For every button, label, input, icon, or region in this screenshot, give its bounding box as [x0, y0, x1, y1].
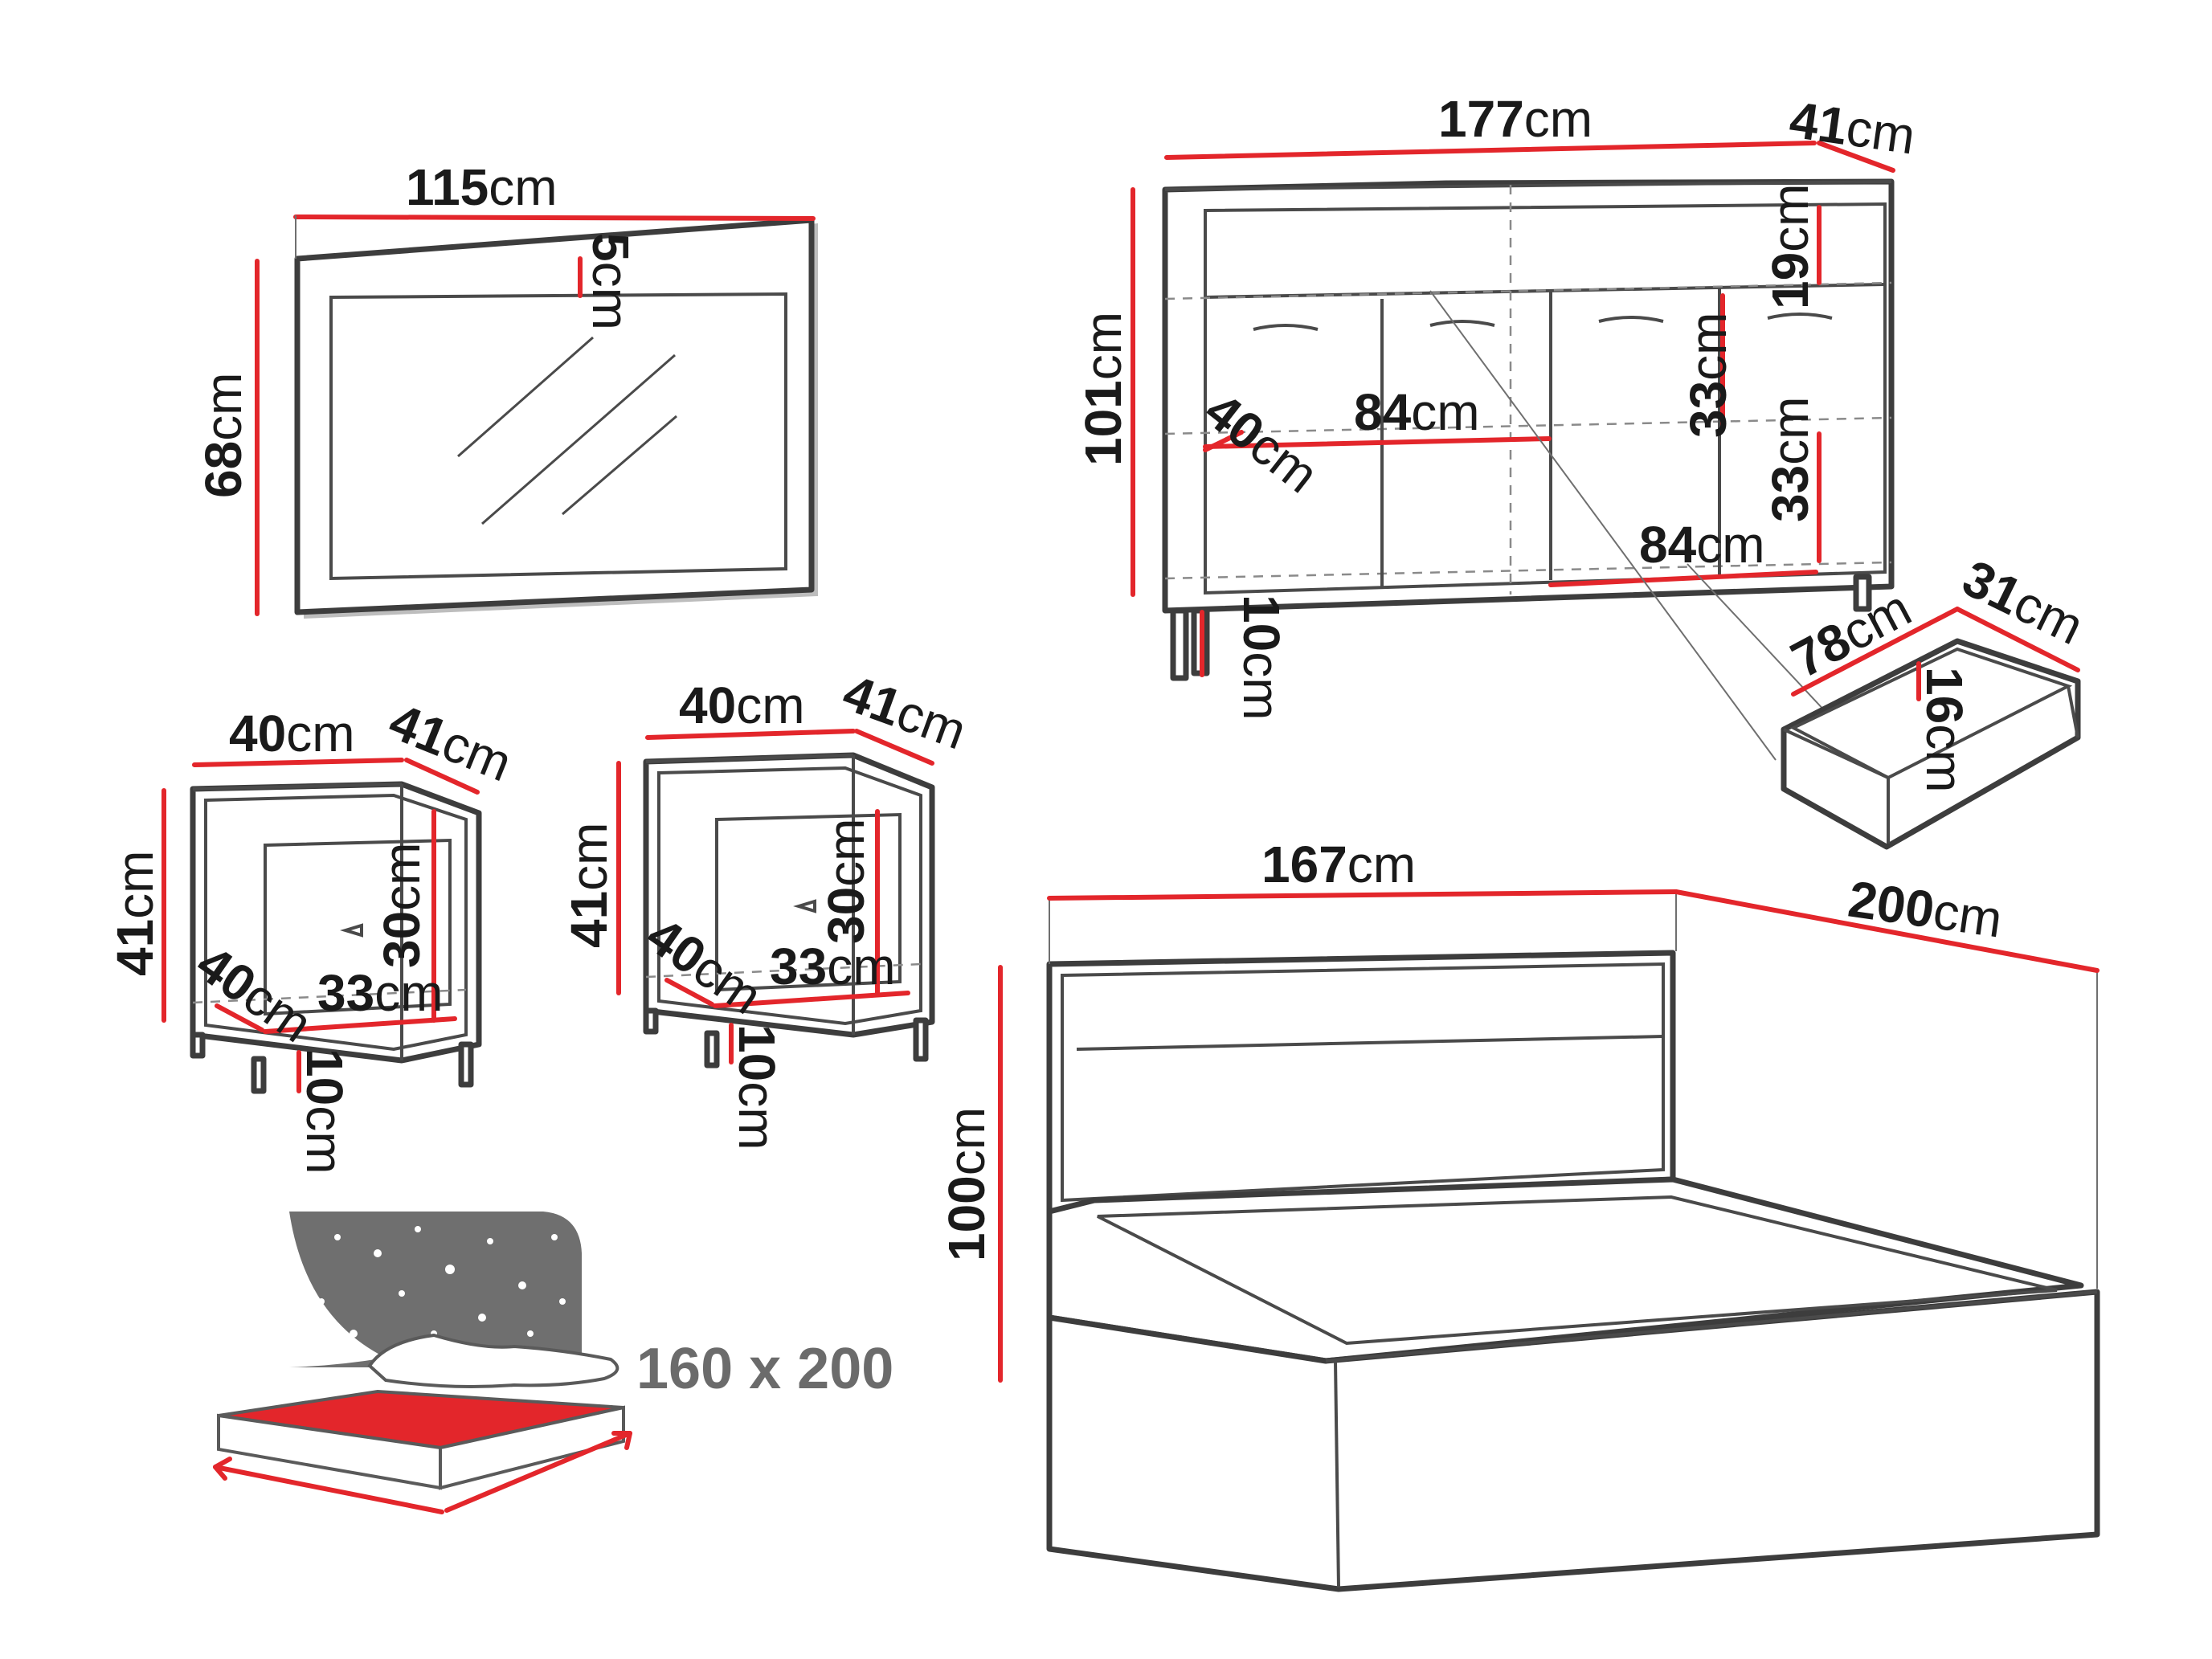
- nightstand-right-inner-height-label: 30cm: [817, 819, 875, 945]
- bed-length-label: 200cm: [1845, 870, 2006, 949]
- bed-drawing: [998, 889, 2100, 1592]
- sideboard-shelf-width-lower-label: 84cm: [1639, 516, 1765, 574]
- nightstand-right-depth-label: 41cm: [836, 663, 974, 760]
- bed-height-label: 100cm: [938, 1107, 996, 1261]
- nightstand-right-inner-width-label: 33cm: [770, 938, 896, 995]
- nightstand-left-height-label: 41cm: [106, 851, 164, 977]
- sideboard-legs-label: 10cm: [1233, 595, 1290, 721]
- drawer-drawing: [1781, 607, 2081, 850]
- mirror-drawing: [255, 215, 818, 619]
- nightstand-right-drawing: [616, 729, 935, 1069]
- nightstand-right-legs-label: 10cm: [728, 1024, 786, 1150]
- sideboard-width-label: 177cm: [1438, 90, 1593, 148]
- nightstand-left-width-label: 40cm: [229, 705, 355, 762]
- sideboard-height-label: 101cm: [1074, 312, 1132, 466]
- stars-icon: [318, 1226, 566, 1338]
- mirror-width-label: 115cm: [406, 158, 558, 216]
- mirror-depth-label: 5cm: [582, 233, 640, 330]
- drawer-height-label: 16cm: [1916, 667, 1973, 793]
- nightstand-left-drawing: [162, 758, 482, 1094]
- nightstand-left-inner-height-label: 30cm: [373, 843, 431, 969]
- sideboard-shelf-height-right-label: 33cm: [1761, 397, 1819, 523]
- nightstand-right-height-label: 41cm: [560, 823, 618, 949]
- sideboard-top-drawer-label: 19cm: [1761, 184, 1819, 310]
- nightstand-right-width-label: 40cm: [679, 676, 805, 734]
- mattress-icon: [213, 1212, 632, 1514]
- sideboard-shelf-height-upper-label: 33cm: [1679, 313, 1737, 439]
- sideboard-drawing: [1131, 141, 1921, 814]
- bed-width-label: 167cm: [1261, 836, 1416, 893]
- sideboard-depth-label: 41cm: [1786, 91, 1919, 165]
- sideboard-shelf-width-label: 84cm: [1354, 383, 1480, 441]
- nightstand-left-inner-width-label: 33cm: [317, 964, 444, 1022]
- mattress-size-label: 160 x 200: [636, 1337, 893, 1401]
- mirror-height-label: 68cm: [194, 373, 252, 499]
- nightstand-left-legs-label: 10cm: [296, 1048, 354, 1175]
